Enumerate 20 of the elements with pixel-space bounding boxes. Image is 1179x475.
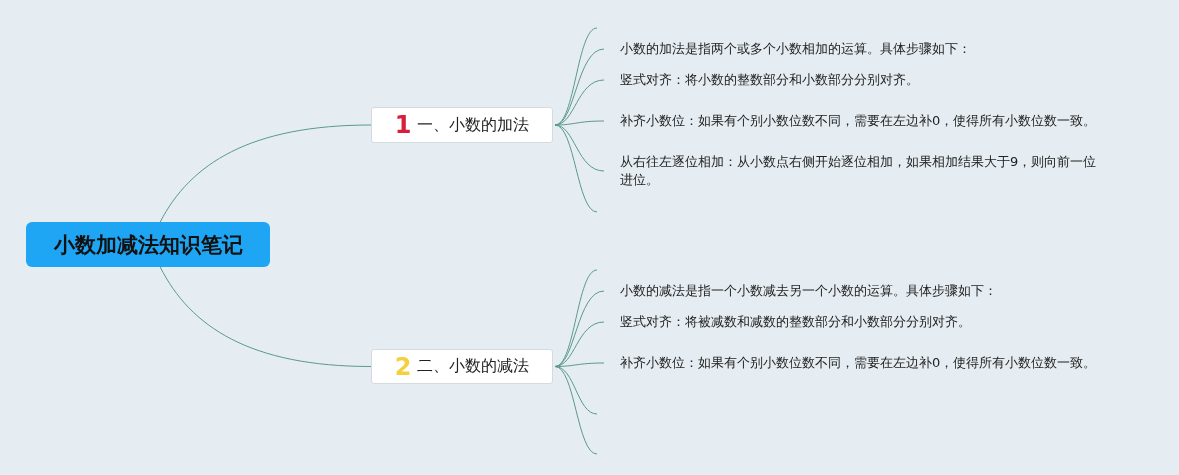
note-text: 从右往左逐位相加：从小数点右侧开始逐位相加，如果相加结果大于9，则向前一位进位。 [604, 153, 1106, 189]
branch-line [159, 266, 372, 367]
topic-number: 2 [394, 354, 412, 379]
branch-line [554, 290, 605, 367]
note-text: 补齐小数位：如果有个别小数位数不同，需要在左边补0，使得所有小数位数一致。 [604, 354, 1106, 372]
branch-line [554, 124, 598, 213]
branch-line [159, 124, 372, 223]
topic-number: 1 [394, 113, 412, 137]
branch-line [554, 269, 598, 367]
branch-line [554, 366, 598, 455]
note-text: 小数的减法是指一个小数减去另一个小数的运算。具体步骤如下： [604, 282, 1106, 300]
topic-box [371, 349, 553, 384]
topic-box [371, 107, 553, 143]
topic-title: 二、小数的减法 [417, 356, 530, 377]
note-text: 竖式对齐：将被减数和减数的整数部分和小数部分分别对齐。 [604, 313, 1106, 331]
note-text: 补齐小数位：如果有个别小数位数不同，需要在左边补0，使得所有小数位数一致。 [604, 112, 1106, 130]
note-text: 小数的加法是指两个或多个小数相加的运算。具体步骤如下： [604, 40, 1106, 58]
note-text: 竖式对齐：将小数的整数部分和小数部分分别对齐。 [604, 71, 1106, 89]
central-topic: 小数加减法知识笔记 [26, 222, 270, 267]
topic-title: 一、小数的加法 [417, 114, 530, 136]
